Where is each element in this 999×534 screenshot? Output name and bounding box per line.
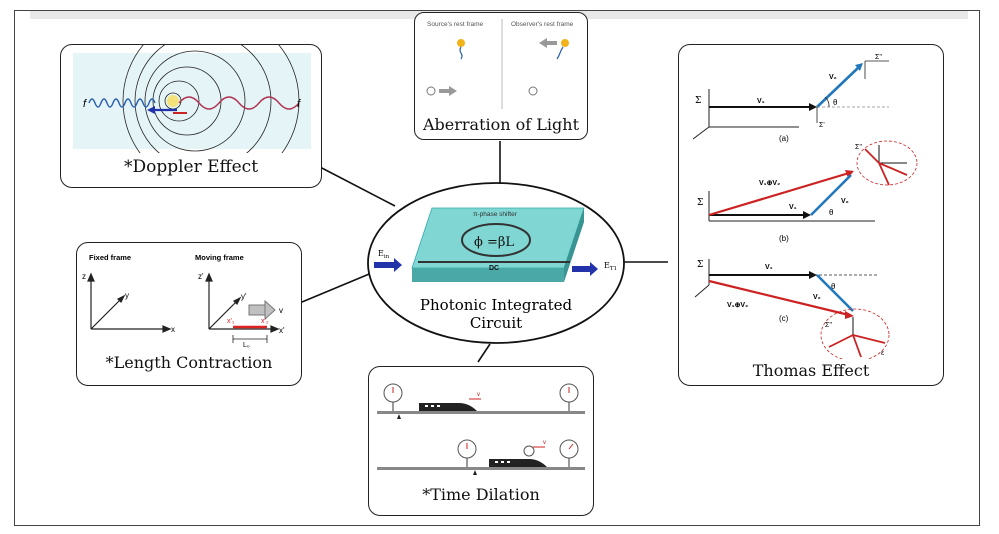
l0-label: L₀ [243,342,250,349]
ein-label: E [378,249,384,258]
y-label: y [125,291,129,300]
x-label: x [171,325,175,334]
sigma2-a: Σ'' [875,54,882,61]
y2-label: y' [241,292,247,301]
dc-label: DC [489,265,499,272]
phase-equation: ϕ =βL [474,235,514,250]
v1v2-b: V₁⊕V₂ [759,180,780,187]
sigma2-b: Σ'' [855,144,862,151]
theta-b: θ [829,208,834,217]
v2-c: V₂ [813,294,821,301]
sigma-a: Σ [695,96,701,106]
z-label: z [82,272,86,281]
thomas-caption: Thomas Effect [752,361,870,380]
length-contraction-panel: Fixed frame Moving frame z y x z' y' x' … [76,242,302,386]
thomas-effect-panel: Σ V₁ V₂ θ Σ' Σ'' (a) Σ V₁ [678,44,944,386]
time-dilation-caption: *Time Dilation [422,485,540,504]
doppler-panel: f f *Doppler Effect [60,44,322,188]
ein-sub: in [384,254,390,260]
phase-shifter-label: π-phase shifter [473,211,518,218]
sigma-b: Σ [697,198,703,208]
f-right-label: f [297,98,301,110]
v2-a: V₂ [829,74,837,81]
moving-frame-label: Moving frame [195,253,244,262]
v1-c: V₁ [765,264,773,271]
fixed-frame-label: Fixed frame [89,253,131,262]
thomas-c: Σ V₁ V₂ θ V₁⊕V₂ Σ'' ε (c) [694,259,890,359]
x1-label: x'₁ [227,318,235,325]
label-c: (c) [779,314,789,323]
sigma-c: Σ [697,260,703,270]
output-arrow: ET1 [572,261,617,276]
v-label-bottom: v [543,440,546,446]
aberration-illustration: Source's rest frame Observer's rest fram… [426,19,574,109]
center-caption-line1: Photonic Integrated [420,296,573,314]
label-a: (a) [779,134,789,143]
source-frame-label: Source's rest frame [427,21,484,28]
thomas-b: Σ V₁ V₁⊕V₂ V₂ θ Σ'' (b) [697,140,918,243]
doppler-caption: *Doppler Effect [123,157,259,177]
v1v2-c: V₁⊕V₂ [727,302,748,309]
doppler-illustration: f f [73,45,311,153]
eout-label: E [604,261,610,270]
length-contraction-illustration: Fixed frame Moving frame z y x z' y' x' … [82,253,285,349]
photonic-circuit-panel: π-phase shifter ϕ =βL DC Ein ET1 Photoni… [367,182,625,344]
x2-label: x' [279,326,285,335]
time-dilation-illustration: v v [377,383,585,475]
sigma1-a: Σ' [819,122,825,129]
thomas-a: Σ V₁ V₂ θ Σ' Σ'' (a) [692,54,889,143]
x2p-label: x'₂ [261,318,269,325]
z2-label: z' [198,272,204,281]
v1-b: V₁ [789,204,797,211]
svg-text:Ein: Ein [378,249,390,260]
aberration-panel: Source's rest frame Observer's rest fram… [414,12,588,140]
aberration-caption: Aberration of Light [422,115,580,134]
length-contraction-caption: *Length Contraction [105,353,273,372]
f-left-label: f [83,98,87,110]
thomas-illustration: Σ V₁ V₂ θ Σ' Σ'' (a) Σ V₁ [692,54,918,359]
theta-a: θ [833,98,838,107]
v-label: v [279,306,283,315]
theta-c: θ [831,282,836,291]
chip-illustration: π-phase shifter ϕ =βL DC [411,207,585,282]
svg-text:ET1: ET1 [604,261,617,272]
input-arrow: Ein [374,249,402,272]
v1-a: V₁ [757,98,765,105]
eps-c: ε [881,350,884,357]
time-dilation-panel: v v *Time Dilation [368,366,594,516]
v2-b: V₂ [841,198,849,205]
observer-frame-label: Observer's rest frame [511,21,574,28]
center-caption-line2: Circuit [470,314,522,332]
v-label-top: v [477,392,480,398]
sigma2-c: Σ'' [825,322,832,329]
eout-sub: T1 [610,266,617,272]
label-b: (b) [779,234,789,243]
